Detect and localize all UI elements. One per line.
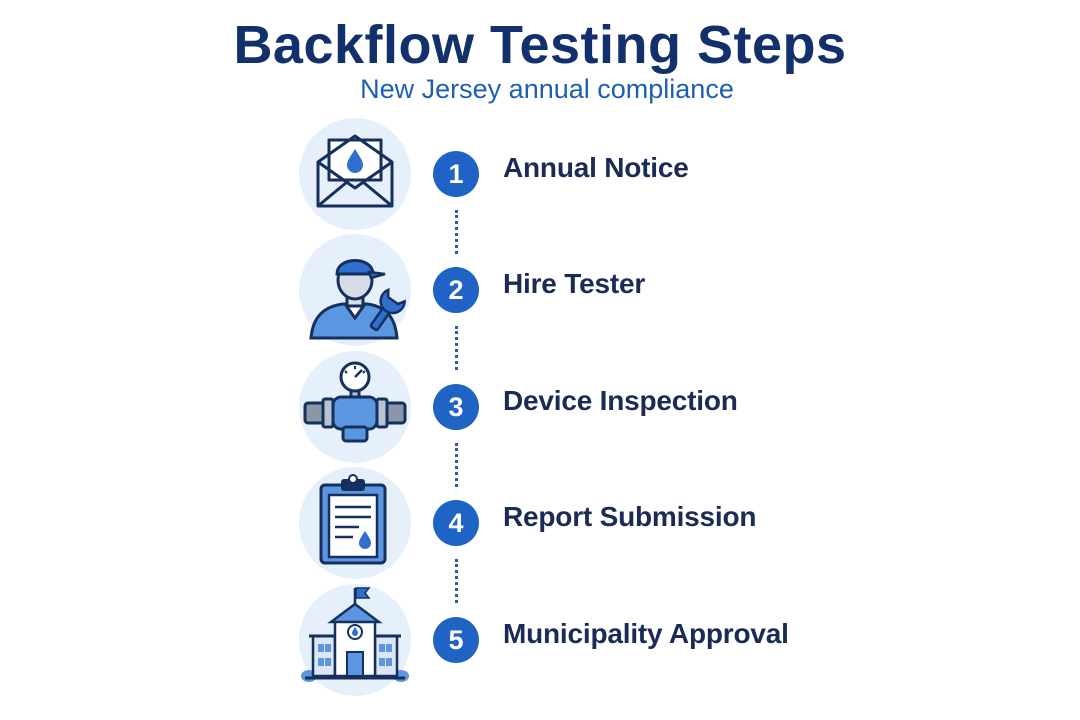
connector-3-4 [455,443,461,487]
step-2-label: Hire Tester [503,268,646,299]
clipboard-report-icon [319,474,387,565]
page-subtitle: New Jersey annual compliance [360,74,734,104]
step-4-label: Report Submission [503,501,757,532]
step-1: 1 Annual Notice [0,118,1080,234]
step-3-number-badge: 3 [433,384,479,430]
step-5: 5 Municipality Approval [0,584,1080,700]
step-3-label: Device Inspection [503,385,738,416]
step-4-icon-circle [299,467,411,579]
connector-2-3 [455,326,461,370]
step-5-icon-circle [299,584,411,696]
step-4: 4 Report Submission [0,467,1080,583]
step-3-icon-circle [299,351,411,463]
step-2-number-badge: 2 [433,267,479,313]
envelope-water-drop-icon [316,134,394,208]
step-2-icon-circle [299,234,411,346]
page-title: Backflow Testing Steps [233,15,847,75]
step-4-number-badge: 4 [433,500,479,546]
step-3: 3 Device Inspection [0,351,1080,467]
municipal-building-icon [301,587,409,682]
connector-1-2 [455,210,461,254]
step-1-number-badge: 1 [433,151,479,197]
step-2: 2 Hire Tester [0,234,1080,350]
valve-pressure-gauge-icon [303,361,407,443]
step-5-number-badge: 5 [433,617,479,663]
technician-wrench-icon [309,259,406,340]
step-1-label: Annual Notice [503,152,689,183]
step-1-icon-circle [299,118,411,230]
connector-4-5 [455,559,461,603]
step-5-label: Municipality Approval [503,618,789,649]
